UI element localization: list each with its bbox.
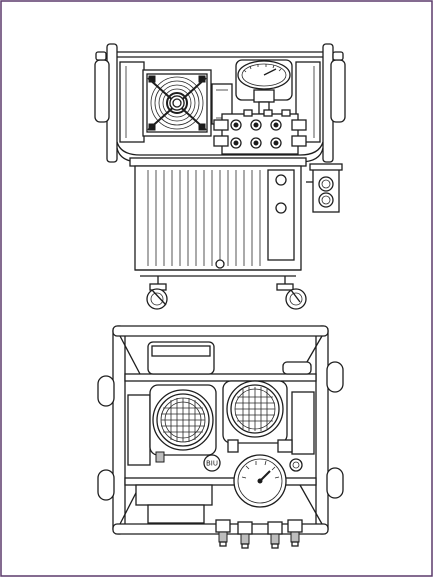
frame-posts — [94, 43, 346, 163]
hose-couplers — [215, 519, 303, 549]
tag-label: BIU — [206, 460, 218, 468]
top-view-drawing: BIU — [97, 325, 344, 549]
tag-badge: BIU — [203, 454, 221, 472]
pressure-gauge — [235, 59, 293, 115]
front-view-drawing — [94, 43, 346, 310]
valve-block — [213, 109, 307, 155]
cooling-fan — [142, 69, 212, 137]
caster-wheels — [146, 276, 307, 310]
pressure-gauge-top — [233, 454, 287, 508]
electric-box — [306, 163, 343, 213]
oil-tank — [129, 157, 307, 277]
fan-grille-right — [222, 380, 288, 444]
fan-grille-left — [149, 384, 217, 456]
bumpers — [97, 361, 344, 501]
